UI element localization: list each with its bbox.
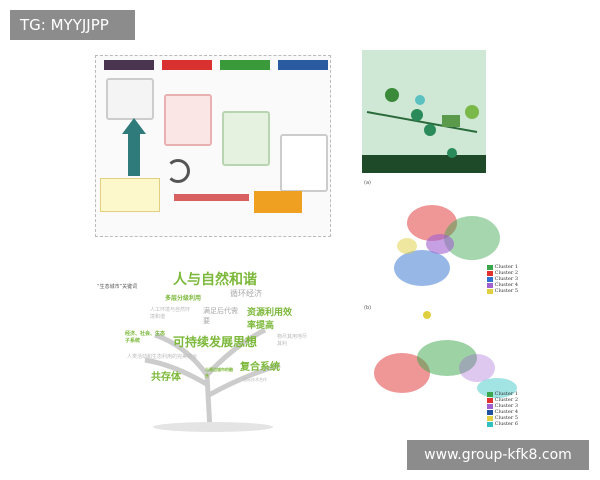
up-arrow-icon [122,118,146,134]
legend-a: Cluster 1 Cluster 2 Cluster 3 Cluster 4 … [486,264,518,294]
keyword-title: “生态城市”关键词 [97,284,138,290]
cluster-blob [417,340,477,376]
legend-item: Cluster 2 [494,397,518,403]
cycle-icon [166,159,190,183]
tg-label: TG: MYYJJPP [10,10,135,40]
cluster-blob [459,354,495,382]
keyword: 人与自然和谐 [173,272,257,288]
keyword: 满足后代需要 [203,307,238,325]
green-city-poster [362,50,486,173]
network-graph-b: (b) Cluster 1 Cluster 2 Cluster 3 Cluste… [362,303,522,433]
cluster-node [423,311,431,319]
header-box-4 [278,60,328,70]
keyword: 人类活动和生态利用的完美结合 [127,354,198,360]
keyword: 多层分级利用 [165,295,202,302]
keyword: 资源利用效率提高 [247,308,293,331]
keyword: 国际技术合作 [243,377,267,382]
cluster-network-b [374,311,517,398]
legend-item: Cluster 6 [494,421,518,427]
legend-item: Cluster 4 [494,282,518,288]
keyword: 与周边城市的融合 [205,367,233,378]
keyword: 人工环境与自然环境和谐 [150,307,191,320]
up-arrow-shaft [128,134,140,176]
header-box-1 [104,60,154,70]
legend-item: Cluster 1 [494,391,518,397]
tree-icon [144,327,281,432]
site-url-label: www.group-kfk8.com [407,440,589,470]
keyword: 物尽其用地尽其利 [277,334,308,347]
structure-box [106,78,154,120]
legend-item: Cluster 5 [494,415,518,421]
cluster-blob [444,216,500,260]
left-arrow-icon [174,194,249,201]
keyword: 复合系统 [240,362,280,373]
process-box [164,94,212,146]
legend-item: Cluster 3 [494,403,518,409]
network-graph-a: (a) Cluster 1 Cluster 2 Cluster 3 Cluste… [362,178,522,296]
legend-item: Cluster 4 [494,409,518,415]
cluster-blob [397,238,417,254]
eco-city-illustration [362,88,486,173]
legend-item: Cluster 3 [494,276,518,282]
header-box-2 [162,60,212,70]
cluster-blob [374,353,430,393]
wellbeing-box [280,134,328,192]
service-box [222,111,270,166]
eco-city-keyword-tree: “生态城市”关键词 人与自然和谐 循环经济 多层分级利用 人工环境与自然环境和谐… [95,255,331,435]
regulation-box [100,178,160,212]
decision-box [254,191,302,213]
header-box-3 [220,60,270,70]
panel-label: (a) [364,180,371,186]
panel-label: (b) [364,305,372,311]
keyword: 经济、社会、生态子系统 [125,331,166,344]
keyword: 共存体 [151,372,181,383]
cluster-blob [394,250,450,286]
keyword: 循环经济 [230,289,262,298]
legend-item: Cluster 1 [494,264,518,270]
legend-item: Cluster 5 [494,288,518,294]
legend-item: Cluster 2 [494,270,518,276]
ecosystem-flow-diagram [95,55,331,237]
cluster-blob [407,205,457,241]
legend-b: Cluster 1 Cluster 2 Cluster 3 Cluster 4 … [486,391,518,427]
cluster-network-a [394,205,500,286]
keyword: 可持续发展思想 [173,335,258,349]
cluster-blob [426,234,454,254]
